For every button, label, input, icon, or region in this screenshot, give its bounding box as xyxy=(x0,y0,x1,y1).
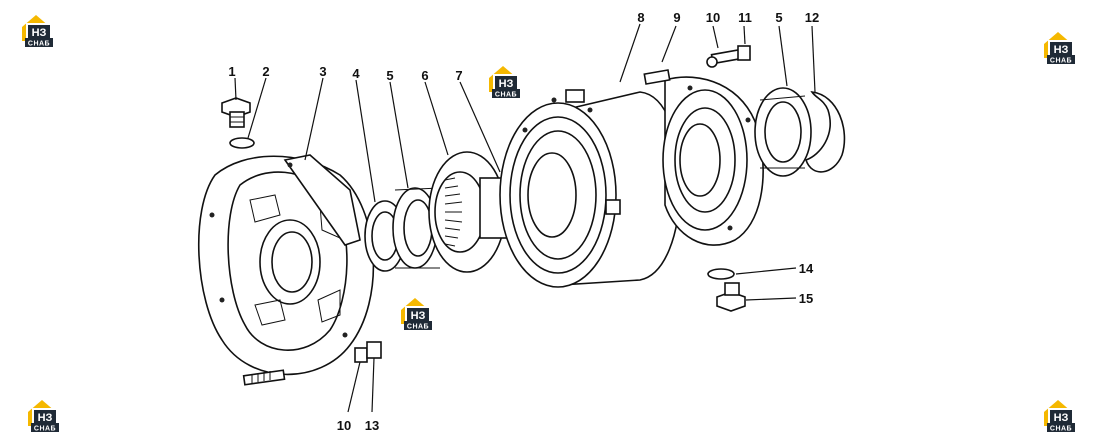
watermark-bottom-text: СНАБ xyxy=(1050,426,1072,433)
part-washer-2 xyxy=(229,137,255,149)
part-plug-1 xyxy=(221,97,251,128)
part-bearing-5b xyxy=(754,87,812,177)
callout-label: 13 xyxy=(365,418,379,433)
callout-label: 10 xyxy=(706,10,720,25)
callout-label: 5 xyxy=(386,68,393,83)
watermark-top-text: НЗ xyxy=(1054,44,1069,56)
part-flange-9 xyxy=(643,69,764,246)
watermark-bottom-text: СНАБ xyxy=(34,426,56,433)
callout-label: 14 xyxy=(799,261,814,276)
callout-label: 2 xyxy=(262,64,269,79)
leader-lines xyxy=(234,23,816,413)
watermark-top-text: НЗ xyxy=(1054,412,1069,424)
watermark-logo: НЗ СНАБ xyxy=(401,298,432,331)
callout-label: 6 xyxy=(421,68,428,83)
watermark-logo: НЗ СНАБ xyxy=(28,400,59,433)
watermark-logo: НЗ СНАБ xyxy=(1044,32,1075,65)
watermark-logo: НЗ СНАБ xyxy=(22,15,53,48)
part-washer-14 xyxy=(707,268,735,280)
callout-label: 11 xyxy=(738,10,752,25)
callout-label: 12 xyxy=(805,10,819,25)
part-screw-10-11 xyxy=(706,45,751,68)
watermark-top-text: НЗ xyxy=(32,27,47,39)
callout-label: 15 xyxy=(799,291,813,306)
callout-label: 10 xyxy=(337,418,351,433)
part-bolts-10-13 xyxy=(354,341,382,363)
callout-label: 3 xyxy=(319,64,326,79)
watermark-logo: НЗ СНАБ xyxy=(489,66,520,99)
callout-label: 4 xyxy=(352,66,360,81)
part-housing-3 xyxy=(197,154,375,386)
watermark-bottom-text: СНАБ xyxy=(1050,58,1072,65)
callout-labels: 1 2 3 4 5 6 7 8 9 10 11 5 12 14 15 10 13 xyxy=(228,10,819,433)
part-snap-ring-12 xyxy=(804,91,846,173)
callout-label: 5 xyxy=(775,10,782,25)
callout-label: 7 xyxy=(455,68,462,83)
watermark-top-text: НЗ xyxy=(38,412,53,424)
watermark-logo: НЗ СНАБ xyxy=(1044,400,1075,433)
callout-label: 8 xyxy=(637,10,644,25)
part-plug-15 xyxy=(716,282,746,312)
watermark-top-text: НЗ xyxy=(499,78,514,90)
watermark-top-text: НЗ xyxy=(411,310,426,322)
part-ring-housing-8 xyxy=(499,89,681,288)
callout-label: 1 xyxy=(228,64,235,79)
watermark-bottom-text: СНАБ xyxy=(495,92,517,99)
watermark-bottom-text: СНАБ xyxy=(28,41,50,48)
watermark-bottom-text: СНАБ xyxy=(407,324,429,331)
part-bearing-4-5 xyxy=(364,187,441,272)
callout-label: 9 xyxy=(673,10,680,25)
